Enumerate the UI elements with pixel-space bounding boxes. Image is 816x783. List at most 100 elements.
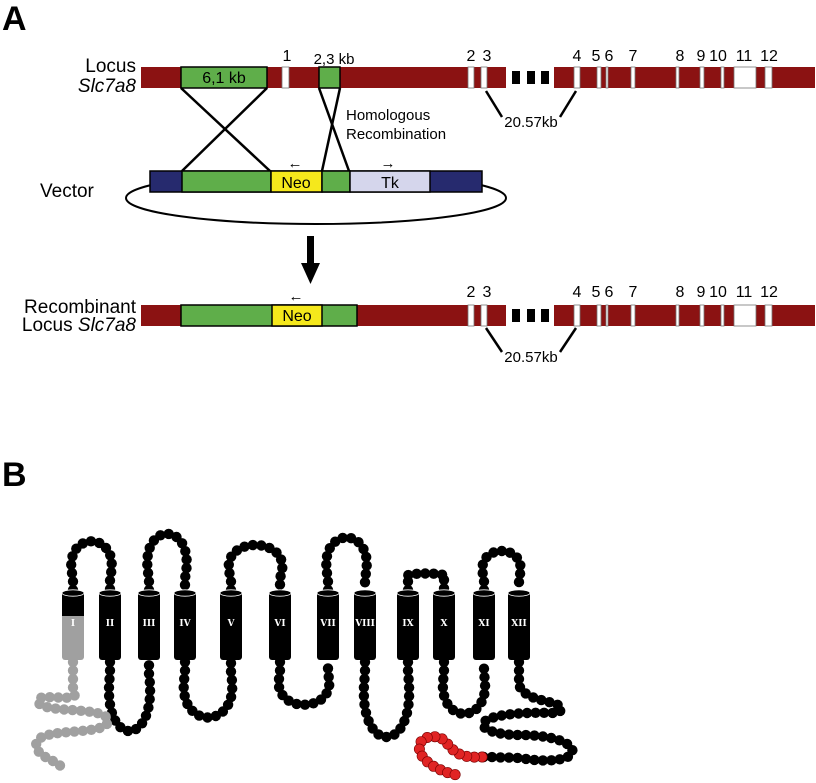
residue-bead <box>247 539 258 551</box>
residue-bead <box>515 560 526 571</box>
arm-left-label: 6,1 kb <box>202 70 246 87</box>
residue-bead <box>274 665 286 676</box>
residue-bead <box>476 696 487 708</box>
exon-number-label: 2 <box>467 48 476 65</box>
residue-bead <box>529 730 540 741</box>
residue-bead <box>42 702 53 713</box>
residue-bead <box>283 695 294 706</box>
recombinant-gap-label: 20.57kb <box>504 349 557 366</box>
residue-bead <box>144 677 155 688</box>
residue-bead <box>324 680 335 691</box>
exon-number-label: 3 <box>483 284 492 301</box>
residue-bead <box>140 710 152 721</box>
residue-bead <box>486 751 498 763</box>
residue-bead <box>402 665 414 676</box>
arm-right-label: 2,3 kb <box>314 51 355 68</box>
exon-number-label: 9 <box>697 284 706 301</box>
gap-dash <box>527 71 535 84</box>
residue-bead <box>181 554 192 565</box>
residue-bead <box>358 682 370 693</box>
gap-bracket-left <box>484 327 504 353</box>
residue-bead <box>495 728 506 739</box>
residue-bead <box>50 703 61 714</box>
residue-bead <box>512 729 523 741</box>
residue-bead <box>487 726 498 737</box>
residue-bead <box>496 545 507 557</box>
residue-bead <box>503 752 515 763</box>
exon-8 <box>675 304 680 327</box>
tm-helix-label: V <box>227 619 236 629</box>
residue-bead <box>321 688 332 699</box>
residue-bead <box>479 680 491 691</box>
residue-bead <box>180 571 191 582</box>
residue-bead <box>513 665 525 676</box>
panel-b-label: B <box>2 456 27 494</box>
residue-bead <box>69 690 80 701</box>
residue-bead <box>144 694 155 705</box>
residue-bead <box>273 682 285 693</box>
residue-bead <box>104 673 115 685</box>
tk-cassette <box>349 170 431 193</box>
tm-helix-X: X <box>432 589 456 660</box>
homology-arm-2kb <box>318 66 341 89</box>
residue-bead <box>179 579 191 591</box>
gap-dash <box>527 309 535 322</box>
residue-bead <box>75 705 87 716</box>
tm-helix-II: II <box>98 589 122 660</box>
vector-title: Vector <box>40 181 95 202</box>
tm-helix-VII: VII <box>316 589 340 660</box>
residue-bead <box>438 690 450 701</box>
exon-3 <box>480 66 488 89</box>
tm-helix-label: XI <box>478 619 489 629</box>
recombinant-gene-name: Slc7a8 <box>78 315 137 336</box>
residue-bead <box>403 690 415 702</box>
residue-bead <box>106 566 117 578</box>
residue-bead <box>513 673 525 685</box>
residue-bead <box>438 673 449 685</box>
residue-bead <box>155 530 166 541</box>
residue-bead <box>77 538 89 549</box>
exon-10 <box>720 66 725 89</box>
exon-2 <box>467 304 475 327</box>
tm-helix-label: II <box>106 619 114 629</box>
residue-bead <box>513 708 524 719</box>
residue-bead <box>520 729 532 741</box>
residue-bead <box>180 546 191 557</box>
tm-helix-label: VII <box>319 619 335 629</box>
residue-bead <box>360 707 372 718</box>
residue-bead <box>275 571 286 582</box>
residue-bead <box>478 576 490 587</box>
exon-6 <box>605 304 609 327</box>
residue-bead <box>360 568 371 580</box>
residue-bead <box>520 753 532 765</box>
crossover-line <box>181 87 268 172</box>
gap-length-label: 20.57kb <box>504 114 557 131</box>
residue-bead <box>401 707 413 719</box>
residue-bead <box>143 660 155 671</box>
residue-bead <box>513 576 525 588</box>
residue-bead <box>67 576 79 587</box>
residue-bead <box>403 682 415 693</box>
residue-bead <box>428 568 439 579</box>
tm-helix-label: I <box>71 619 75 629</box>
residue-bead <box>361 551 372 563</box>
residue-bead <box>69 726 80 737</box>
residue-bead <box>106 558 117 569</box>
gap-bracket-right <box>558 327 578 353</box>
residue-bead <box>538 707 550 718</box>
residue-bead <box>321 567 333 579</box>
recombination-crossovers <box>180 87 351 172</box>
residue-bead <box>104 699 116 710</box>
recombinant-arm <box>180 304 358 327</box>
exon-number-label: 7 <box>629 284 638 301</box>
exon-7 <box>630 66 636 89</box>
gap-dash <box>541 71 549 84</box>
exon-number-label: 12 <box>760 284 778 301</box>
exon-number-label: 11 <box>736 284 753 301</box>
residue-bead <box>67 704 78 716</box>
residue-bead <box>66 559 77 570</box>
gap-dash <box>541 309 549 322</box>
exon-3 <box>480 304 488 327</box>
residue-bead <box>358 690 370 702</box>
